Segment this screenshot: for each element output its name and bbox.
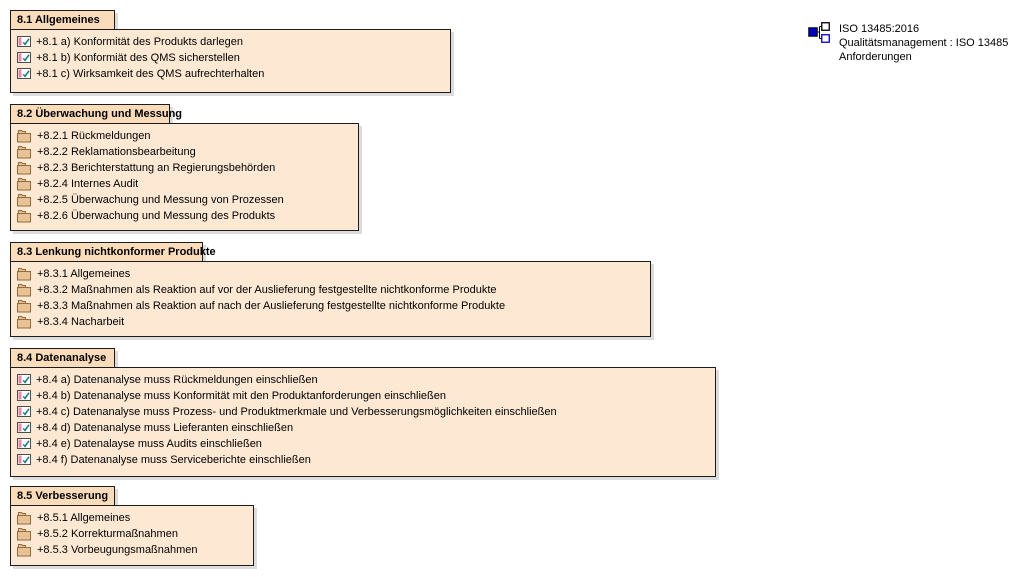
package-item-label: +8.2.5 Überwachung und Messung von Proze… xyxy=(37,193,284,206)
package-item[interactable]: +8.2.1 Rückmeldungen xyxy=(17,128,352,144)
requirement-item-label: +8.4 e) Datenalayse muss Audits einschli… xyxy=(36,437,262,450)
package-item-label: +8.5.3 Vorbeugungsmaßnahmen xyxy=(37,543,198,556)
section-tab[interactable]: 8.5 Verbesserung xyxy=(10,486,115,506)
package-item[interactable]: +8.3.2 Maßnahmen als Reaktion auf vor de… xyxy=(17,282,644,298)
package-item[interactable]: +8.5.1 Allgemeines xyxy=(17,510,247,526)
package-item-label: +8.2.2 Reklamationsbearbeitung xyxy=(37,145,196,158)
diagram-legend: ISO 13485:2016 Qualitätsmanagement : ISO… xyxy=(808,22,1008,64)
section-8.1: 8.1 Allgemeines +8.1 a) Konformität des … xyxy=(10,10,451,93)
package-item-label: +8.2.4 Internes Audit xyxy=(37,177,139,190)
legend-text-block: ISO 13485:2016 Qualitätsmanagement : ISO… xyxy=(839,22,1008,64)
requirement-item-label: +8.1 a) Konformität des Produkts darlege… xyxy=(36,35,243,48)
package-item[interactable]: +8.2.2 Reklamationsbearbeitung xyxy=(17,144,352,160)
folder-icon xyxy=(17,177,32,191)
package-item[interactable]: +8.2.6 Überwachung und Messung des Produ… xyxy=(17,208,352,224)
section-tab[interactable]: 8.4 Datenanalyse xyxy=(10,348,115,368)
folder-icon xyxy=(17,511,32,525)
requirement-item-label: +8.4 f) Datenanalyse muss Servicebericht… xyxy=(36,453,311,466)
requirement-item[interactable]: +8.1 b) Konformiät des QMS sicherstellen xyxy=(17,50,444,66)
package-item-label: +8.2.3 Berichterstattung an Regierungsbe… xyxy=(37,161,276,174)
requirement-item-label: +8.4 a) Datenanalyse muss Rückmeldungen … xyxy=(36,373,318,386)
requirement-check-icon xyxy=(17,374,31,385)
requirement-item[interactable]: +8.4 f) Datenanalyse muss Servicebericht… xyxy=(17,452,709,468)
package-item-label: +8.5.2 Korrekturmaßnahmen xyxy=(37,527,178,540)
folder-icon xyxy=(17,129,32,143)
package-item-label: +8.2.6 Überwachung und Messung des Produ… xyxy=(37,209,276,222)
section-title: 8.3 Lenkung nichtkonformer Produkte xyxy=(17,246,216,258)
package-item[interactable]: +8.3.1 Allgemeines xyxy=(17,266,644,282)
requirement-check-icon xyxy=(17,422,31,433)
requirement-item[interactable]: +8.1 c) Wirksamkeit des QMS aufrechterha… xyxy=(17,66,444,82)
requirement-item-label: +8.1 b) Konformiät des QMS sicherstellen xyxy=(36,51,240,64)
section-title: 8.2 Überwachung und Messung xyxy=(17,108,183,120)
section-title: 8.4 Datenanalyse xyxy=(17,352,107,364)
package-item-label: +8.5.1 Allgemeines xyxy=(37,511,131,524)
requirement-check-icon xyxy=(17,454,31,465)
package-item-label: +8.3.3 Maßnahmen als Reaktion auf nach d… xyxy=(37,299,506,312)
folder-icon xyxy=(17,145,32,159)
package-item-label: +8.3.4 Nacharbeit xyxy=(37,315,125,328)
requirement-item[interactable]: +8.1 a) Konformität des Produkts darlege… xyxy=(17,34,444,50)
requirement-check-icon xyxy=(17,36,31,47)
section-8.3: 8.3 Lenkung nichtkonformer Produkte +8.3… xyxy=(10,242,651,337)
requirement-item[interactable]: +8.4 a) Datenanalyse muss Rückmeldungen … xyxy=(17,372,709,388)
requirement-check-icon xyxy=(17,406,31,417)
requirement-item-label: +8.4 d) Datenanalyse muss Lieferanten ei… xyxy=(36,421,294,434)
folder-icon xyxy=(17,527,32,541)
legend-title: ISO 13485:2016 xyxy=(839,23,920,35)
section-body: +8.4 a) Datenanalyse muss Rückmeldungen … xyxy=(10,366,716,477)
package-item-label: +8.3.1 Allgemeines xyxy=(37,267,131,280)
section-title: 8.5 Verbesserung xyxy=(17,490,109,502)
legend-subtitle: Qualitätsmanagement : ISO 13485 xyxy=(839,37,1009,49)
section-tab[interactable]: 8.1 Allgemeines xyxy=(10,10,115,30)
package-item[interactable]: +8.3.3 Maßnahmen als Reaktion auf nach d… xyxy=(17,298,644,314)
legend-type-label: Anforderungen xyxy=(839,51,912,63)
section-8.5: 8.5 Verbesserung +8.5.1 Allgemeines +8.5… xyxy=(10,486,254,566)
folder-icon xyxy=(17,193,32,207)
requirement-item-label: +8.4 b) Datenanalyse muss Konformität mi… xyxy=(36,389,446,402)
package-item[interactable]: +8.5.3 Vorbeugungsmaßnahmen xyxy=(17,542,247,558)
requirement-item[interactable]: +8.4 d) Datenanalyse muss Lieferanten ei… xyxy=(17,420,709,436)
section-8.2: 8.2 Überwachung und Messung +8.2.1 Rückm… xyxy=(10,104,359,231)
section-body: +8.5.1 Allgemeines +8.5.2 Korrekturmaßna… xyxy=(10,504,254,566)
requirement-check-icon xyxy=(17,438,31,449)
package-item-label: +8.3.2 Maßnahmen als Reaktion auf vor de… xyxy=(37,283,497,296)
section-tab[interactable]: 8.3 Lenkung nichtkonformer Produkte xyxy=(10,242,216,262)
section-tab[interactable]: 8.2 Überwachung und Messung xyxy=(10,104,182,124)
folder-icon xyxy=(17,209,32,223)
package-item-label: +8.2.1 Rückmeldungen xyxy=(37,129,151,142)
package-item[interactable]: +8.2.5 Überwachung und Messung von Proze… xyxy=(17,192,352,208)
requirement-item[interactable]: +8.4 e) Datenalayse muss Audits einschli… xyxy=(17,436,709,452)
folder-icon xyxy=(17,161,32,175)
package-item[interactable]: +8.3.4 Nacharbeit xyxy=(17,314,644,330)
section-body: +8.3.1 Allgemeines +8.3.2 Maßnahmen als … xyxy=(10,260,651,337)
folder-icon xyxy=(17,543,32,557)
requirement-item[interactable]: +8.4 c) Datenanalyse muss Prozess- und P… xyxy=(17,404,709,420)
requirement-item-label: +8.1 c) Wirksamkeit des QMS aufrechterha… xyxy=(36,67,265,80)
requirement-check-icon xyxy=(17,52,31,63)
section-body: +8.2.1 Rückmeldungen +8.2.2 Reklamations… xyxy=(10,122,359,231)
section-body: +8.1 a) Konformität des Produkts darlege… xyxy=(10,28,451,93)
section-title: 8.1 Allgemeines xyxy=(17,14,100,26)
requirement-check-icon xyxy=(17,390,31,401)
package-item[interactable]: +8.2.3 Berichterstattung an Regierungsbe… xyxy=(17,160,352,176)
diagram-hierarchy-icon xyxy=(808,22,830,44)
package-item[interactable]: +8.2.4 Internes Audit xyxy=(17,176,352,192)
package-item[interactable]: +8.5.2 Korrekturmaßnahmen xyxy=(17,526,247,542)
requirement-item-label: +8.4 c) Datenanalyse muss Prozess- und P… xyxy=(36,405,557,418)
folder-icon xyxy=(17,315,32,329)
folder-icon xyxy=(17,283,32,297)
folder-icon xyxy=(17,299,32,313)
requirement-item[interactable]: +8.4 b) Datenanalyse muss Konformität mi… xyxy=(17,388,709,404)
requirement-check-icon xyxy=(17,68,31,79)
folder-icon xyxy=(17,267,32,281)
section-8.4: 8.4 Datenanalyse +8.4 a) Datenanalyse mu… xyxy=(10,348,716,477)
